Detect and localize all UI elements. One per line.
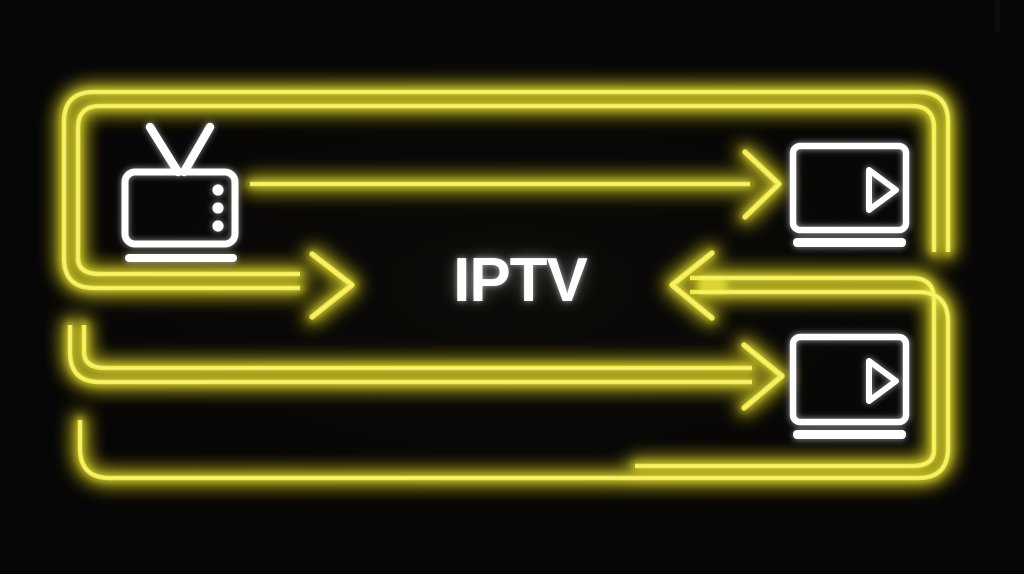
top-right-notch xyxy=(995,0,1000,32)
tv-antenna xyxy=(145,122,215,177)
tv-knob-3 xyxy=(212,220,224,232)
player-bottom-stand-bar xyxy=(793,430,906,439)
player-bottom-screen-frame xyxy=(789,333,910,426)
path-bottom-left-curve xyxy=(80,420,300,478)
video-player-screen-icon-top xyxy=(789,142,910,247)
video-player-screen-icon-bottom xyxy=(789,333,910,439)
player-top-screen-frame xyxy=(789,142,910,234)
tv-knob-2 xyxy=(212,202,224,214)
player-top-play-icon xyxy=(866,167,899,213)
tv-screen-frame xyxy=(121,168,239,248)
retro-television-icon xyxy=(121,122,239,262)
player-bottom-play-icon xyxy=(866,358,899,404)
tv-base-bar xyxy=(125,254,237,262)
tv-knob-1 xyxy=(212,184,224,196)
player-top-stand-bar xyxy=(793,238,906,247)
